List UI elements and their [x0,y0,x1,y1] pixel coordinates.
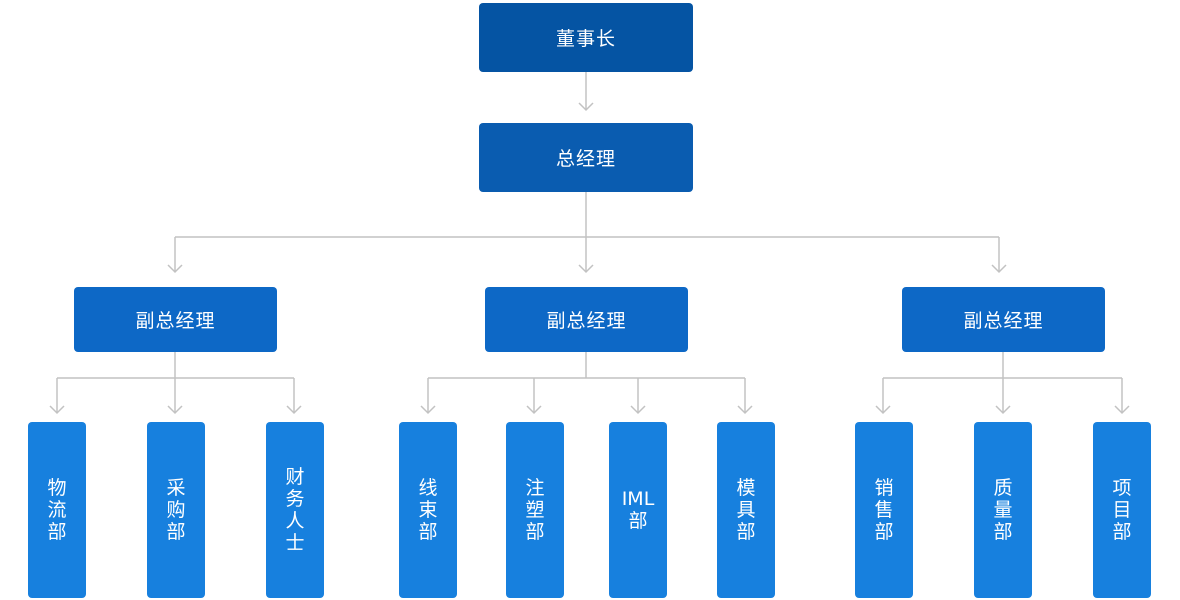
arrow-head [49,405,65,415]
vice-manager-label: 副总经理 [135,310,216,332]
department-box: 采购部 [147,422,205,598]
arrow-head [286,405,302,415]
department-box: 销售部 [855,422,913,598]
department-box: 财务人士 [266,422,324,598]
arrow-head [995,405,1011,415]
arrow-head [1114,405,1130,415]
chairman-box: 董事长 [479,3,693,72]
general-manager-box: 总经理 [479,123,693,192]
vice-manager-box-2: 副总经理 [485,287,688,352]
chairman-label: 董事长 [555,28,616,50]
department-label: 注塑部 [525,477,545,543]
department-label: 模具部 [736,477,756,543]
department-box: 模具部 [717,422,775,598]
department-label: 物流部 [47,477,67,543]
department-box: 质量部 [974,422,1032,598]
general-manager-label: 总经理 [555,148,616,170]
arrow-head [167,405,183,415]
department-label: 销售部 [874,477,894,543]
arrow-head [578,264,594,274]
department-label: 线束部 [418,477,438,543]
department-label: 采购部 [166,477,186,543]
department-label: 项目部 [1112,477,1132,543]
department-box: 线束部 [399,422,457,598]
arrow-head [630,405,646,415]
vice-manager-box-3: 副总经理 [902,287,1105,352]
vice-manager-box-1: 副总经理 [74,287,277,352]
vice-manager-label: 副总经理 [963,310,1044,332]
arrow-head [578,102,594,112]
department-label: IML部 [621,488,655,532]
arrow-head [875,405,891,415]
arrow-head [420,405,436,415]
department-box: 项目部 [1093,422,1151,598]
arrow-head [737,405,753,415]
arrow-head [167,264,183,274]
department-box: 物流部 [28,422,86,598]
department-label: 质量部 [993,477,1013,543]
department-box: IML部 [609,422,667,598]
department-label: 财务人士 [285,466,305,554]
vice-manager-label: 副总经理 [546,310,627,332]
arrow-head [526,405,542,415]
arrow-head [991,264,1007,274]
department-box: 注塑部 [506,422,564,598]
